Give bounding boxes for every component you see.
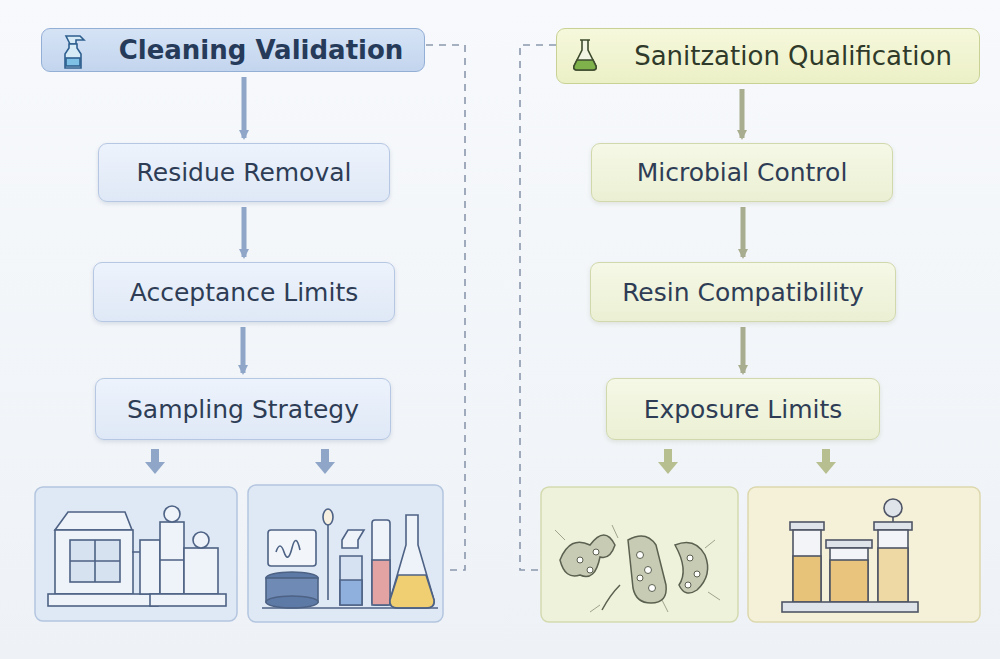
step-box: Resin Compatibility (590, 262, 896, 322)
step-box: Exposure Limits (606, 378, 880, 440)
down-arrows (658, 449, 836, 474)
step-box: Acceptance Limits (93, 262, 395, 322)
box-label: Resin Compatibility (622, 278, 864, 307)
box-label: Microbial Control (637, 158, 848, 187)
equipment-illustration (35, 487, 237, 621)
step-box: Residue Removal (98, 143, 390, 202)
flow-arrow (740, 89, 745, 138)
microbe-illustration (541, 487, 738, 622)
flow-arrow (242, 207, 247, 257)
step-box: Microbial Control (591, 143, 893, 202)
box-label: Sampling Strategy (127, 395, 359, 424)
flow-arrow (741, 207, 746, 257)
down-arrows (145, 449, 335, 474)
header-box: Cleaning Validation (41, 28, 425, 72)
box-label: Residue Removal (137, 158, 352, 187)
lab-illustration (248, 485, 443, 622)
box-label: Sanitzation Qualification (634, 41, 952, 71)
header-box: Sanitzation Qualification (556, 28, 980, 84)
flow-arrow (741, 327, 746, 373)
flow-arrow (241, 327, 246, 373)
resin-columns-illustration (748, 487, 980, 622)
flow-arrow (242, 77, 247, 138)
box-label: Acceptance Limits (130, 278, 358, 307)
step-box: Sampling Strategy (95, 378, 391, 440)
box-label: Cleaning Validation (119, 35, 404, 65)
box-label: Exposure Limits (644, 395, 843, 424)
